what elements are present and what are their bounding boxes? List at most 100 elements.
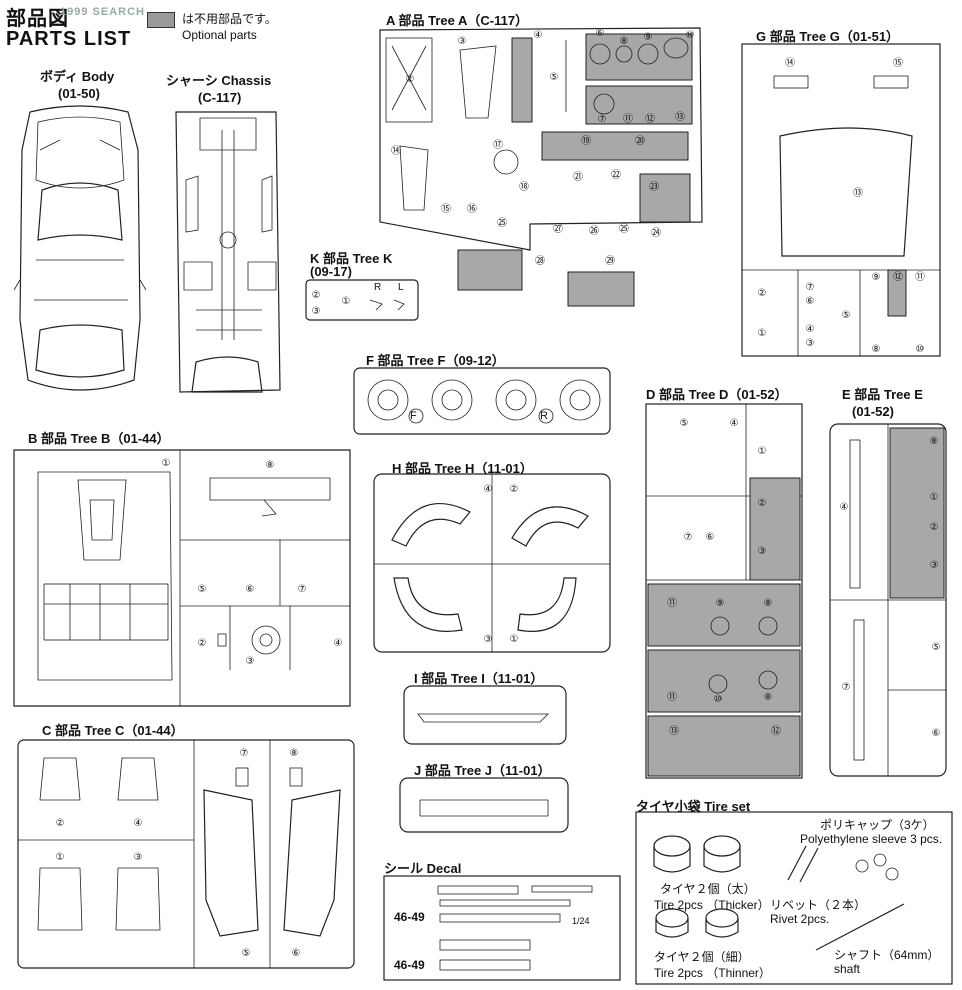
svg-text:⑰: ⑰: [493, 139, 503, 151]
svg-text:⑬: ⑬: [669, 725, 679, 737]
svg-text:㉙: ㉙: [605, 255, 615, 267]
svg-text:②: ②: [510, 484, 519, 495]
k-marker-l: L: [398, 282, 404, 293]
svg-text:㉘: ㉘: [535, 255, 545, 267]
svg-text:①: ①: [930, 492, 939, 503]
svg-text:③: ③: [312, 306, 321, 317]
svg-text:③: ③: [134, 852, 143, 863]
poly-en: Polyethylene sleeve 3 pcs.: [800, 832, 943, 846]
svg-text:㉑: ㉑: [573, 171, 583, 183]
optional-legend-swatch: [147, 12, 175, 28]
svg-text:㉖: ㉖: [589, 225, 599, 237]
svg-text:⑦: ⑦: [240, 748, 249, 759]
svg-text:⑥: ⑥: [706, 532, 715, 543]
svg-text:⑦: ⑦: [842, 682, 851, 693]
body-shell: [13, 105, 147, 391]
watermark: 1999 SEARCH: [60, 6, 145, 18]
wheel-marker-r1: R: [540, 410, 548, 422]
svg-text:④: ④: [730, 418, 739, 429]
svg-text:⑥: ⑥: [596, 28, 605, 39]
svg-text:③: ③: [806, 338, 815, 349]
svg-text:①: ①: [342, 296, 351, 307]
svg-text:⑨: ⑨: [716, 598, 725, 609]
svg-text:③: ③: [484, 634, 493, 645]
svg-text:⑥: ⑥: [246, 584, 255, 595]
svg-text:①: ①: [56, 852, 65, 863]
chassis-label: シャーシ Chassis: [166, 73, 272, 88]
svg-text:②: ②: [198, 638, 207, 649]
svg-text:⑧: ⑧: [290, 748, 299, 759]
svg-text:⑥: ⑥: [932, 728, 941, 739]
svg-text:⑩: ⑩: [686, 30, 695, 41]
tree-k-label: K 部品 Tree K: [310, 251, 393, 266]
svg-text:⑦: ⑦: [298, 584, 307, 595]
svg-text:③: ③: [246, 656, 255, 667]
svg-text:㉕: ㉕: [497, 217, 507, 229]
svg-text:⑤: ⑤: [842, 310, 851, 321]
svg-text:②: ②: [758, 288, 767, 299]
tree-i: [403, 685, 567, 745]
rivet-jp: リベット（２本）: [770, 898, 867, 912]
thick-jp: タイヤ２個（太）: [660, 882, 756, 896]
tree-g-label: G 部品 Tree G（01-51）: [756, 29, 900, 44]
k-marker-r: R: [374, 282, 382, 293]
decal-sheet: [383, 875, 621, 981]
tree-k-code: (09-17): [310, 264, 352, 279]
svg-text:⑦: ⑦: [684, 532, 693, 543]
tree-c-label: C 部品 Tree C（01-44）: [42, 723, 184, 738]
svg-text:⑨: ⑨: [644, 32, 653, 43]
svg-text:⑧: ⑧: [872, 344, 881, 355]
tree-k: ② ① ③: [305, 279, 419, 321]
chassis: [175, 111, 281, 393]
tree-e: ④⑦ ⑧① ②③ ⑤⑥: [829, 423, 947, 777]
svg-text:⑥: ⑥: [806, 296, 815, 307]
svg-text:㉓: ㉓: [649, 181, 659, 193]
svg-text:⑧: ⑧: [266, 460, 275, 471]
svg-text:⑪: ⑪: [623, 113, 633, 125]
rivet-en: Rivet 2pcs.: [770, 912, 830, 926]
svg-text:⑦: ⑦: [806, 282, 815, 293]
legend-jp: は不用部品です。: [182, 12, 277, 26]
shaft-en: shaft: [834, 962, 861, 976]
body-label: ボディ Body: [40, 69, 115, 84]
title-jp: 部品図: [6, 8, 69, 30]
tree-e-label: E 部品 Tree E: [842, 387, 923, 402]
svg-text:㉒: ㉒: [611, 169, 621, 181]
svg-text:③: ③: [758, 546, 767, 557]
tree-e-code: (01-52): [852, 404, 894, 419]
svg-text:⑤: ⑤: [242, 948, 251, 959]
svg-text:⑮: ⑮: [441, 203, 451, 215]
svg-text:⑫: ⑫: [893, 271, 903, 283]
svg-text:②: ②: [406, 74, 415, 85]
svg-text:②: ②: [930, 522, 939, 533]
svg-text:⑬: ⑬: [675, 111, 685, 123]
svg-text:④: ④: [484, 484, 493, 495]
svg-text:⑬: ⑬: [853, 187, 863, 199]
svg-text:⑪: ⑪: [667, 691, 677, 703]
svg-text:④: ④: [534, 30, 543, 41]
svg-text:⑮: ⑮: [893, 57, 903, 69]
svg-text:⑧: ⑧: [764, 598, 773, 609]
decal-label: シール Decal: [384, 861, 462, 876]
tree-j-label: J 部品 Tree J（11-01）: [414, 763, 551, 778]
tree-f: [353, 367, 611, 435]
svg-text:③: ③: [458, 36, 467, 47]
tree-b-label: B 部品 Tree B（01-44）: [28, 431, 170, 446]
tire-set: [635, 811, 953, 985]
svg-text:②: ②: [56, 818, 65, 829]
svg-text:⑤: ⑤: [680, 418, 689, 429]
svg-text:⑤: ⑤: [932, 642, 941, 653]
svg-text:⑭: ⑭: [391, 145, 401, 157]
svg-text:㉕: ㉕: [619, 223, 629, 235]
svg-text:⑭: ⑭: [785, 57, 795, 69]
chassis-code: (C-117): [198, 90, 242, 105]
decal-plate-2: 46-49: [394, 958, 425, 972]
decal-plate-1: 46-49: [394, 910, 425, 924]
svg-text:②: ②: [312, 290, 321, 301]
svg-text:③: ③: [930, 560, 939, 571]
svg-text:⑨: ⑨: [872, 272, 881, 283]
body-code: (01-50): [58, 86, 100, 101]
